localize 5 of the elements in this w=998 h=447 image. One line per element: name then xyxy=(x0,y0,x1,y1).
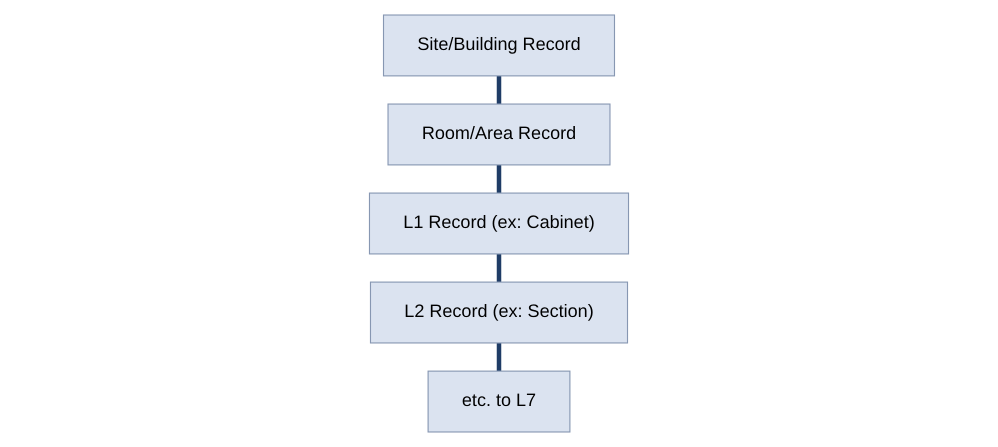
node-box: L2 Record (ex: Section) xyxy=(370,282,628,344)
node-box: Room/Area Record xyxy=(387,103,611,166)
node-box: L1 Record (ex: Cabinet) xyxy=(368,192,630,254)
node-box: Site/Building Record xyxy=(382,14,616,76)
node-box: etc. to L7 xyxy=(428,370,570,433)
